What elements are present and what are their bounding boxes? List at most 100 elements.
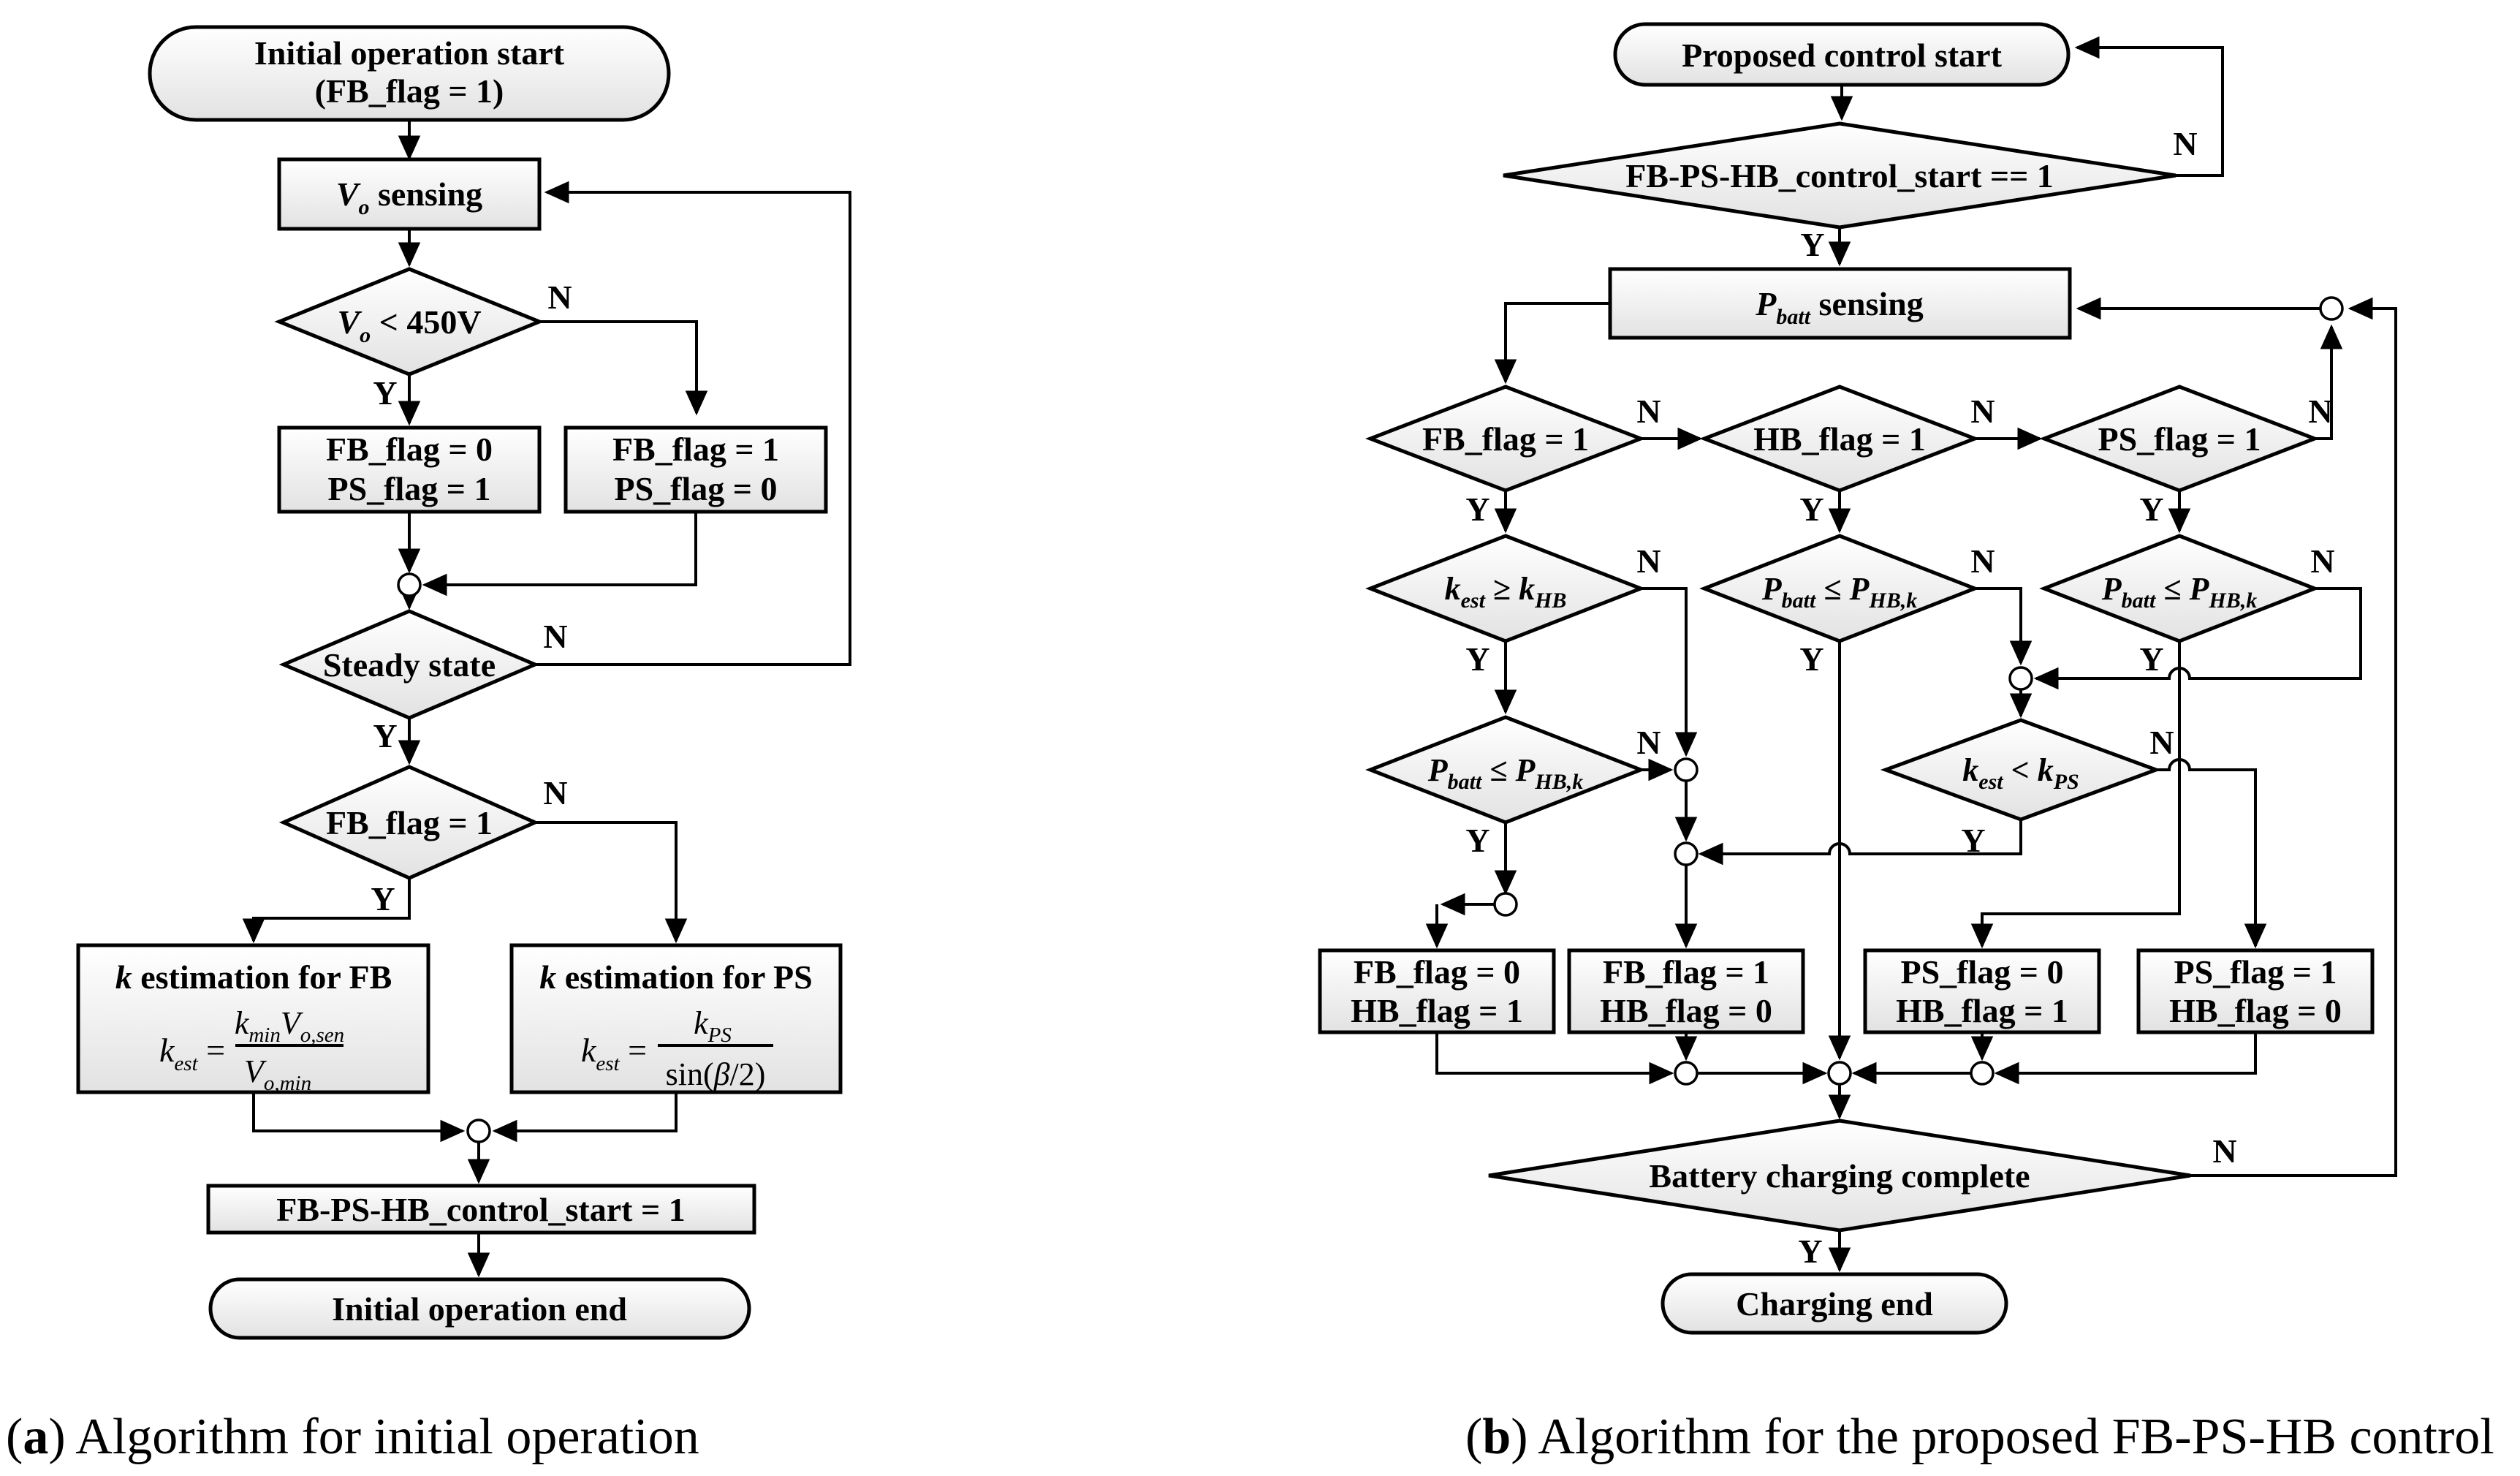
kfb-formula-numerator: kminVo,sen	[235, 1005, 344, 1047]
flowchart-proposed-control: Proposed control start FB-PS-HB_control_…	[1318, 22, 2494, 1465]
flow-steady-no-loop	[535, 181, 851, 666]
connector-c1	[1674, 757, 1699, 782]
flow-pbatt-to-fbflag	[1494, 302, 1610, 385]
connector-merge1	[397, 572, 422, 597]
flowchart-initial-operation: Initial operation start (FB_flag = 1) Vo…	[6, 25, 851, 1465]
decision-phbk-col3-label: Pbatt ≤ PHB,k	[2101, 571, 2257, 613]
process-set4-ps1-hb0	[2136, 948, 2375, 1034]
process-set3-line2: HB_flag = 1	[1896, 992, 2068, 1029]
terminal-charging-end	[1661, 1272, 2008, 1335]
flow-fbcheck-yes	[242, 878, 411, 944]
caption-a: (a) Algorithm for initial operation	[6, 1409, 699, 1465]
terminal-initial-end-label: Initial operation end	[332, 1290, 627, 1328]
kps-formula-denominator: sin(β/2)	[666, 1056, 766, 1092]
label-no: N	[2149, 724, 2174, 761]
label-yes: Y	[373, 717, 397, 754]
decision-ps-flag	[2039, 385, 2320, 493]
process-k-estimation-fb	[76, 943, 430, 1094]
decision-steady-label: Steady state	[323, 646, 496, 684]
process-pbatt-sensing	[1608, 267, 2072, 340]
flow-kps-to-merge2	[492, 1092, 678, 1143]
decision-kps-label: kest < kPS	[1962, 752, 2079, 794]
decision-battery-label: Battery charging complete	[1649, 1157, 2030, 1195]
kfb-formula-denominator: Vo,min	[244, 1053, 311, 1095]
connector-c5	[2008, 666, 2033, 691]
decision-control-start-label: FB-PS-HB_control_start == 1	[1625, 157, 2054, 194]
label-no: N	[2212, 1132, 2236, 1170]
process-set4-line1: PS_flag = 1	[2174, 953, 2337, 991]
process-pbatt-label: Pbatt sensing	[1755, 285, 1923, 329]
connector-j2	[1970, 1061, 1995, 1086]
decision-vo-lt-450	[274, 267, 544, 376]
label-yes: Y	[1465, 640, 1489, 678]
decision-fbflag-label: FB_flag = 1	[1422, 420, 1589, 458]
connector-merge2	[466, 1119, 491, 1143]
connector-jc	[1827, 1061, 1852, 1086]
decision-vo-lt-450-label: Vo < 450V	[337, 303, 481, 347]
process-k-estimation-ps	[509, 943, 843, 1094]
label-no: N	[543, 618, 567, 655]
flow-psflag-no-loop	[2315, 324, 2343, 440]
connector-c2	[1674, 841, 1699, 866]
flow-khb-no	[1641, 587, 1698, 757]
process-set4-line2: HB_flag = 0	[2169, 992, 2342, 1029]
terminal-initial-start	[148, 25, 671, 122]
label-no: N	[2310, 542, 2334, 580]
process-set-fb1-line2: PS_flag = 0	[615, 470, 778, 507]
terminal-initial-start-line1: Initial operation start	[254, 34, 565, 72]
label-no: N	[2308, 393, 2332, 430]
flow-box1-to-j1	[1435, 1032, 1674, 1085]
label-yes: Y	[1465, 822, 1489, 859]
process-set1-line2: HB_flag = 1	[1351, 992, 1523, 1029]
decision-fb-flag	[1365, 385, 1646, 493]
label-yes: Y	[371, 880, 395, 917]
flow-phb-col2-no	[1975, 587, 2033, 666]
label-no: N	[547, 279, 572, 316]
flow-cond-no-loop	[2074, 36, 2224, 177]
decision-pbatt-le-phbk-col1	[1365, 715, 1646, 825]
process-set3-ps0-hb1	[1863, 948, 2101, 1034]
label-yes: Y	[1799, 640, 1823, 678]
kps-title: k estimation for PS	[539, 958, 813, 996]
label-no: N	[1636, 393, 1661, 430]
decision-hb-flag	[1699, 385, 1980, 493]
label-yes: Y	[1800, 226, 1824, 263]
process-set-fb0-ps1	[277, 425, 542, 514]
kfb-formula-lhs: kest =	[159, 1032, 225, 1075]
label-no: N	[2173, 125, 2197, 162]
flow-phb-col3-no	[2033, 587, 2362, 690]
flow-setfb1-to-merge1	[422, 512, 697, 597]
decision-kest-ge-khb	[1365, 534, 1646, 643]
process-vo-sensing	[277, 157, 542, 231]
label-no: N	[1970, 393, 1995, 430]
label-no: N	[1636, 724, 1661, 761]
kps-formula-numerator: kPS	[694, 1005, 732, 1047]
label-no: N	[1636, 542, 1661, 580]
decision-pbatt-le-phbk-col2	[1699, 534, 1980, 643]
connector-j1	[1674, 1061, 1699, 1086]
decision-phbk-col2-label: Pbatt ≤ PHB,k	[1761, 571, 1917, 613]
terminal-proposed-start-label: Proposed control start	[1682, 37, 2002, 74]
label-yes: Y	[2139, 491, 2163, 528]
terminal-charging-end-label: Charging end	[1736, 1285, 1933, 1322]
terminal-proposed-start	[1613, 22, 2071, 87]
decision-steady-state	[278, 609, 540, 720]
decision-fbflag-label: FB_flag = 1	[326, 804, 493, 841]
caption-b: (b) Algorithm for the proposed FB-PS-HB …	[1465, 1409, 2494, 1465]
terminal-initial-end	[208, 1277, 751, 1340]
process-set-fb0-line1: FB_flag = 0	[326, 431, 493, 468]
flow-kps-no	[2156, 758, 2267, 949]
process-control-start-label: FB-PS-HB_control_start = 1	[276, 1191, 685, 1228]
decision-fb-flag	[278, 765, 540, 880]
decision-kest-lt-kps	[1880, 718, 2162, 822]
kps-formula-lhs: kest =	[581, 1032, 647, 1075]
decision-khb-label: kest ≥ kHB	[1445, 571, 1567, 613]
process-set2-fb1-hb0	[1567, 948, 1805, 1034]
label-yes: Y	[373, 374, 397, 412]
decision-pbatt-le-phbk-col3	[2039, 534, 2320, 643]
decision-hbflag-label: HB_flag = 1	[1753, 420, 1926, 458]
terminal-initial-start-line2: (FB_flag = 1)	[315, 72, 504, 110]
connector-merge3	[1493, 892, 1518, 917]
